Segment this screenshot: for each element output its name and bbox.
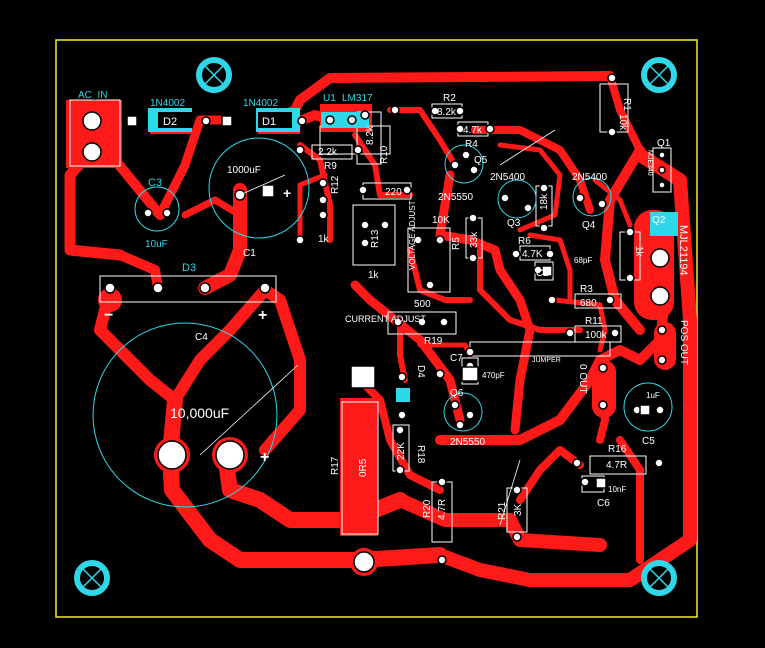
label-r8-val: 33k (469, 231, 480, 248)
label-r16: R16 (608, 444, 627, 455)
label-c5-val: 1uF (646, 391, 660, 400)
label-q3-part: 2N5400 (490, 172, 525, 183)
c1-plus-mark: + (283, 185, 291, 201)
label-d4: D4 (415, 365, 426, 378)
label-q3: Q3 (507, 218, 521, 229)
label-q5-part: 2N5550 (438, 192, 473, 203)
leader-lines (199, 129, 556, 526)
label-r13-val: 1k (368, 270, 380, 281)
label-r15-val: 1k (633, 246, 644, 258)
label-r12-val: 1k (318, 234, 330, 245)
label-r4-val: 4.7k (463, 125, 483, 136)
label-r20-val: 4.7R (437, 499, 448, 520)
label-r19: R19 (424, 336, 443, 347)
label-q5: Q5 (474, 155, 488, 166)
label-current-adjust: CURRENT ADJUST (345, 314, 426, 324)
label-lm317: LM317 (342, 93, 373, 104)
label-r3-val: 680 (580, 298, 597, 309)
square-pads (126, 115, 651, 489)
label-d2: D2 (163, 116, 177, 128)
label-r21-val: 3K (513, 503, 524, 516)
label-r12: R12 (330, 175, 341, 194)
label-r5-val: 10K (432, 215, 450, 226)
label-r9: R9 (324, 161, 337, 172)
label-0v-out: 0 OUT (577, 364, 588, 393)
label-r2-val: 8.2k (437, 107, 457, 118)
label-c1-val: 1000uF (227, 165, 261, 176)
mount-hole-crosses (82, 65, 669, 588)
label-r11-val: 100k (585, 330, 608, 341)
label-c4: C4 (195, 332, 208, 343)
label-pos-out: POS OUT (678, 320, 689, 365)
label-d2-part: 1N4002 (150, 98, 185, 109)
label-r1: R1 (621, 98, 632, 111)
label-r10-val: 8.2k (365, 125, 376, 145)
label-q6-part: 2N5550 (450, 437, 485, 448)
label-c7: C7 (450, 353, 463, 364)
label-c1: C1 (243, 248, 256, 259)
label-r6: R6 (518, 236, 531, 247)
cyan-outlines (92, 137, 673, 508)
label-r16-val: 4.7R (606, 460, 627, 471)
label-r10: R10 (379, 145, 390, 164)
label-c4-val: 10,000uF (170, 405, 229, 421)
label-c2: C2 (536, 268, 549, 279)
label-q4-part: 2N5400 (572, 172, 607, 183)
label-r21: R21 (497, 501, 508, 520)
label-c6: C6 (597, 498, 610, 509)
label-c5: C5 (642, 436, 655, 447)
label-c2-val: 68pF (574, 256, 592, 265)
label-r4: R4 (465, 139, 478, 150)
label-q1: Q1 (657, 138, 671, 149)
label-r11: R11 (585, 316, 603, 327)
label-current-adjust-val: 500 (414, 299, 431, 310)
label-r6-val: 4.7K (522, 249, 543, 260)
label-q1-part: MJE340 (646, 150, 653, 176)
d3-minus-mark: − (104, 307, 113, 324)
label-c3-val: 10uF (145, 239, 168, 250)
component-bodies (158, 112, 292, 128)
label-c7-val: 470pF (482, 371, 505, 380)
c4-plus-mark: + (260, 449, 269, 466)
label-r17: R17 (330, 456, 341, 475)
label-q4: Q4 (582, 220, 596, 231)
label-d1: D1 (262, 116, 276, 128)
label-r2: R2 (443, 93, 456, 104)
label-r7-val: 18k (539, 193, 550, 210)
label-r1-val: 10k (617, 114, 628, 131)
label-jumper: JUMPER (532, 357, 561, 364)
label-r17-val: 0R5 (358, 458, 369, 477)
label-q2-part: MJL21194 (677, 225, 689, 276)
label-r13: R13 (370, 229, 381, 248)
label-r220: 220 (385, 187, 402, 198)
label-r3: R3 (580, 284, 593, 295)
d3-plus-mark: + (258, 307, 267, 324)
label-q2: Q2 (652, 215, 666, 226)
label-voltage-adjust: VOLTAGE ADJUST (408, 200, 417, 270)
label-r18-val: 22K (396, 442, 407, 460)
label-d3: D3 (182, 262, 196, 274)
silkscreen-marks: + + + − (104, 185, 291, 466)
label-u1: U1 (323, 93, 336, 104)
label-c6-val: 10nF (608, 485, 626, 494)
label-d1-part: 1N4002 (243, 98, 278, 109)
label-c3: C3 (148, 177, 162, 189)
label-ac-in: AC_IN (78, 90, 107, 101)
label-r5: R5 (451, 237, 462, 250)
label-r20: R20 (422, 499, 433, 518)
label-r9-val: 2.2k (318, 147, 338, 158)
label-q6: Q6 (450, 388, 464, 399)
label-r18: R18 (415, 445, 426, 464)
component-labels: AC_IN 1N4002 D2 1N4002 D1 U1 LM317 C3 10… (78, 90, 689, 520)
